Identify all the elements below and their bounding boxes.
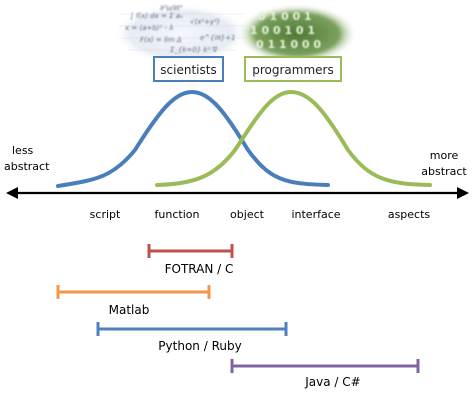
scientists-label: scientists xyxy=(160,63,216,77)
tick-aspects: aspects xyxy=(388,208,431,221)
svg-text:∂²u/∂t²: ∂²u/∂t² xyxy=(160,4,183,12)
range-label-matlab: Matlab xyxy=(109,303,150,317)
svg-text:0 1 1 0 0 0: 0 1 1 0 0 0 xyxy=(256,38,321,51)
scientists-label-box: scientists xyxy=(153,56,224,82)
programmers-curve xyxy=(155,89,432,187)
programmers-label: programmers xyxy=(252,63,333,77)
scientists-curve xyxy=(56,89,330,188)
range-label-python-ruby: Python / Ruby xyxy=(158,339,241,353)
abstraction-axis xyxy=(6,187,469,199)
math-formulas-image: ∫ f(x) dx = Σ aₙ ∂²u/∂t² x = (a+b)² - λ … xyxy=(113,4,249,64)
tick-interface: interface xyxy=(291,208,340,221)
tick-object: object xyxy=(230,208,265,221)
binary-code-image: 0 1 0 0 1 1 0 0 1 0 1 0 1 1 0 0 0 xyxy=(237,4,357,64)
svg-text:√(x²+y²): √(x²+y²) xyxy=(190,18,220,26)
range-label-java-csharp: Java / C# xyxy=(304,375,360,389)
range-matlab: Matlab xyxy=(56,285,211,317)
svg-text:1 0 0 1 0 1: 1 0 0 1 0 1 xyxy=(250,24,315,37)
svg-text:∫ f(x) dx = Σ aₙ: ∫ f(x) dx = Σ aₙ xyxy=(130,12,183,20)
tick-function: function xyxy=(155,208,200,221)
range-python-ruby: Python / Ruby xyxy=(96,322,288,353)
less-abstract-label-line2: abstract xyxy=(4,160,50,173)
range-fortran-c: FOTRAN / C xyxy=(147,244,234,276)
range-java-csharp: Java / C# xyxy=(230,359,420,389)
more-abstract-label-line1: more xyxy=(430,149,459,162)
right-arrow-icon xyxy=(457,187,469,199)
more-abstract-label-line2: abstract xyxy=(421,165,467,178)
range-label-fortran-c: FOTRAN / C xyxy=(165,262,234,276)
tick-script: script xyxy=(90,208,121,221)
svg-text:F(x) = lim Δ: F(x) = lim Δ xyxy=(140,36,182,44)
programmers-label-box: programmers xyxy=(244,56,342,82)
svg-text:x = (a+b)² - λ: x = (a+b)² - λ xyxy=(124,24,173,32)
left-arrow-icon xyxy=(6,187,18,199)
less-abstract-label-line1: less xyxy=(12,144,34,157)
svg-text:0 1 0 0 1: 0 1 0 0 1 xyxy=(258,10,312,23)
